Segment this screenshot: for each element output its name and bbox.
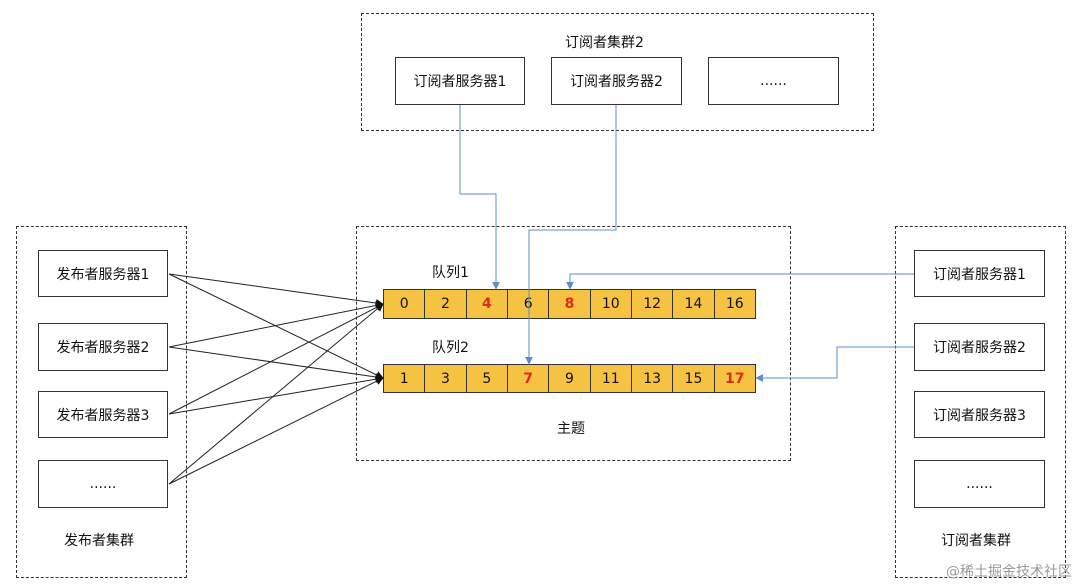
queue-2-cell: 15: [672, 365, 713, 392]
topic-title: 主题: [557, 421, 585, 437]
publisher-server-1[interactable]: 发布者服务器1: [38, 250, 168, 297]
queue-1-cell: 2: [424, 290, 465, 318]
publisher-more-to-queue-1: [168, 303, 384, 485]
publisher-more-to-queue-2: [168, 377, 384, 485]
publisher-server-2[interactable]: 发布者服务器2: [38, 323, 168, 371]
queue-1-cell: 12: [630, 290, 672, 318]
publisher-3-to-queue-2: [168, 375, 384, 415]
queue-2-cell: 13: [630, 365, 672, 392]
queue-1: 0 2 4 6 8 10 12 14 16: [383, 289, 756, 319]
queue-1-cell: 4: [465, 290, 507, 318]
right-subscriber-server-1[interactable]: 订阅者服务器1: [914, 250, 1045, 297]
publisher-2-to-queue-2: [168, 346, 384, 381]
queue-1-cell: 6: [506, 290, 548, 318]
queue-1-cell: 14: [672, 290, 713, 318]
publisher-3-to-queue-1: [168, 303, 384, 415]
top-subscriber-cluster-title: 订阅者集群2: [565, 35, 644, 51]
queue-2-label: 队列2: [432, 340, 469, 356]
queue-2-cell: 17: [713, 365, 755, 392]
right-subscriber-server-3[interactable]: 订阅者服务器3: [914, 391, 1045, 438]
right-subscriber-cluster-title: 订阅者集群: [941, 533, 1011, 549]
publisher-server-more[interactable]: ......: [38, 460, 168, 508]
queue-1-label: 队列1: [432, 265, 469, 281]
top-subscriber-server-2[interactable]: 订阅者服务器2: [551, 57, 682, 105]
right-subscriber-server-more[interactable]: ......: [914, 460, 1045, 508]
queue-2-cell: 5: [465, 365, 507, 392]
queue-2: 1 3 5 7 9 11 13 15 17: [383, 364, 756, 393]
top-subscriber-server-1[interactable]: 订阅者服务器1: [395, 57, 525, 105]
queue-1-cell: 0: [399, 296, 409, 312]
publisher-1-to-queue-1: [168, 273, 384, 307]
publisher-1-to-queue-2: [168, 273, 384, 379]
queue-2-cell: 7: [506, 365, 548, 392]
queue-1-cell: 16: [713, 290, 755, 318]
watermark: @稀土掘金技术社区: [946, 564, 1072, 580]
queue-2-cell: 9: [548, 365, 589, 392]
publisher-2-to-queue-1: [168, 301, 384, 348]
queue-1-cell: 10: [589, 290, 631, 318]
right-subscriber-server-2[interactable]: 订阅者服务器2: [914, 323, 1045, 371]
queue-2-cell: 1: [399, 370, 409, 387]
right-subscriber-cluster: [895, 226, 1066, 578]
queue-2-cell: 3: [424, 365, 465, 392]
publisher-server-3[interactable]: 发布者服务器3: [38, 391, 168, 438]
top-subscriber-cluster: [361, 13, 874, 131]
queue-2-cell: 11: [589, 365, 631, 392]
publisher-cluster-title: 发布者集群: [64, 533, 134, 549]
top-subscriber-server-more[interactable]: ......: [708, 57, 839, 105]
queue-1-cell: 8: [548, 290, 589, 318]
